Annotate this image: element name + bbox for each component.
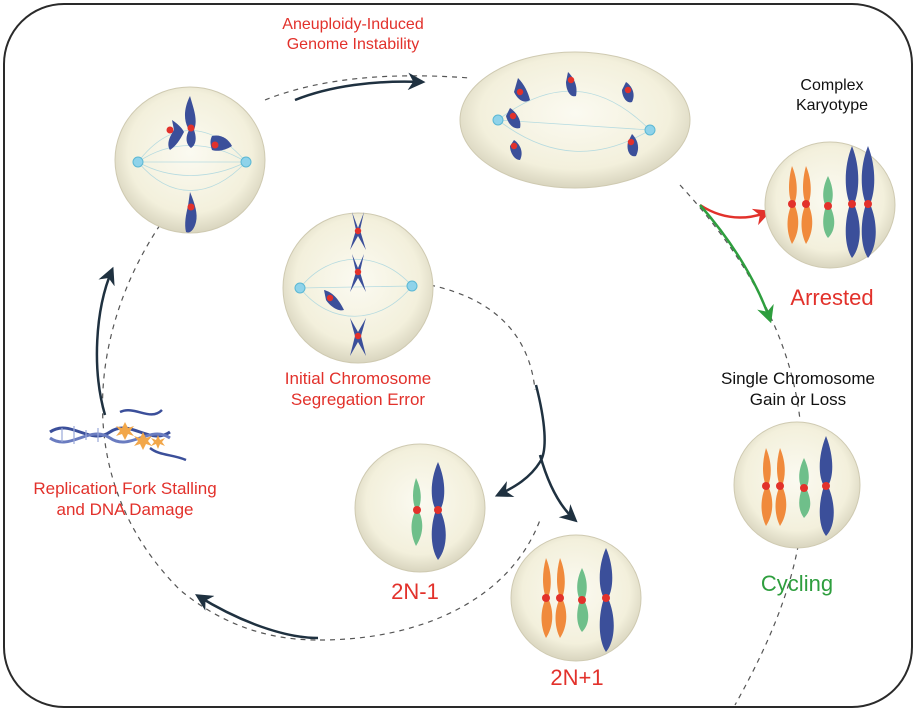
label-2n-plus-1: 2N+1: [550, 665, 604, 690]
label-complex-line1: Complex: [800, 77, 864, 94]
cycle-arrows: [95, 72, 578, 640]
label-initial-line1: Initial Chromosome: [284, 369, 432, 388]
cell-anaphase-top: [459, 51, 691, 189]
cell-metaphase-top-left: [114, 86, 266, 234]
label-replication-line2: and DNA Damage: [56, 500, 194, 520]
label-single-line1: Single Chromosome: [720, 369, 875, 388]
cell-complex-karyotype: [764, 141, 896, 269]
cell-cycling: [733, 421, 861, 549]
label-complex-line2: Karyotype: [795, 97, 869, 114]
dna-damage-icon: [49, 409, 187, 462]
label-aneuploidy-line1: Aneuploidy-Induced: [282, 16, 424, 33]
label-arrested: Arrested: [790, 285, 874, 310]
cell-2n-minus-1: [354, 443, 486, 573]
label-aneuploidy-line2: Genome Instability: [286, 36, 420, 53]
cycling-arrow: [699, 204, 774, 324]
arrested-arrow: [699, 203, 772, 226]
label-2n-minus-1: 2N-1: [391, 579, 439, 604]
label-cycling: Cycling: [760, 571, 834, 596]
cell-initial-error: [282, 212, 434, 364]
label-aneuploidy: Aneuploidy-Induced Genome Instability: [258, 15, 448, 55]
diagram-frame: [3, 3, 913, 708]
label-replication-fork: Replication Fork Stalling and DNA Damage: [10, 478, 240, 521]
label-single-line2: Gain or Loss: [749, 390, 847, 410]
cell-2n-plus-1: [510, 534, 642, 662]
label-initial-line2: Segregation Error: [290, 390, 426, 410]
label-initial-error: Initial Chromosome Segregation Error: [260, 368, 456, 411]
label-complex-karyotype: Complex Karyotype: [770, 76, 894, 116]
label-single-chromosome: Single Chromosome Gain or Loss: [700, 368, 896, 411]
label-replication-line1: Replication Fork Stalling: [33, 479, 217, 498]
